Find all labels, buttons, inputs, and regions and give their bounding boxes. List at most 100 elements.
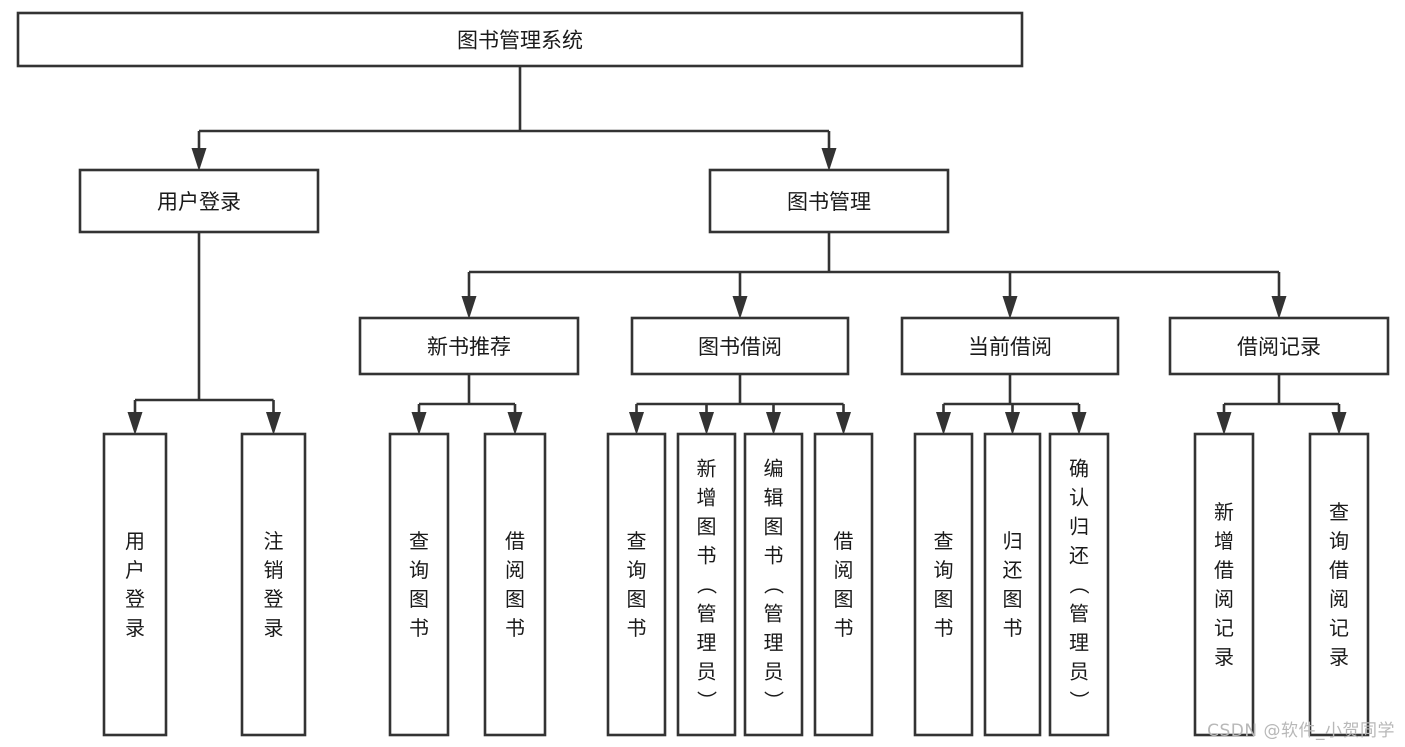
svg-text:（: （ xyxy=(1067,575,1091,595)
svg-text:管: 管 xyxy=(1069,602,1089,626)
node-box[interactable] xyxy=(240,432,307,737)
node-box[interactable] xyxy=(813,432,874,737)
connector-group-l2_1 xyxy=(461,232,1287,319)
node-box[interactable] xyxy=(1193,432,1255,737)
svg-text:书: 书 xyxy=(764,544,784,568)
svg-text:阅: 阅 xyxy=(1329,587,1349,611)
arrow-head-icon xyxy=(836,412,851,435)
svg-text:用: 用 xyxy=(125,529,145,553)
svg-text:理: 理 xyxy=(697,631,717,655)
svg-text:管: 管 xyxy=(697,602,717,626)
node-box[interactable] xyxy=(358,316,580,376)
node-l3_1[interactable]: 图书借阅 xyxy=(630,316,850,376)
node-l2_0[interactable]: 用户登录 xyxy=(78,168,320,234)
svg-text:图: 图 xyxy=(505,587,525,611)
node-box[interactable] xyxy=(743,432,804,737)
node-box[interactable] xyxy=(102,432,168,737)
node-box[interactable] xyxy=(900,316,1120,376)
svg-text:录: 录 xyxy=(1214,645,1234,669)
node-box[interactable] xyxy=(16,11,1024,68)
node-box[interactable] xyxy=(606,432,667,737)
svg-text:查: 查 xyxy=(409,529,429,553)
svg-text:户: 户 xyxy=(125,558,145,582)
node-l3_2[interactable]: 当前借阅 xyxy=(900,316,1120,376)
svg-text:书: 书 xyxy=(627,616,647,640)
svg-text:录: 录 xyxy=(125,616,145,640)
node-box[interactable] xyxy=(388,432,450,737)
node-label: 用户登录 xyxy=(157,190,241,214)
node-box[interactable] xyxy=(983,432,1042,737)
connector-layer xyxy=(127,66,1347,435)
node-box[interactable] xyxy=(676,432,737,737)
node-box[interactable] xyxy=(1048,432,1110,737)
arrow-head-icon xyxy=(766,412,781,435)
svg-text:书: 书 xyxy=(934,616,954,640)
node-box[interactable] xyxy=(483,432,547,737)
svg-text:记: 记 xyxy=(1329,616,1349,640)
svg-text:）: ） xyxy=(762,691,786,711)
svg-text:还: 还 xyxy=(1003,558,1023,582)
node-box[interactable] xyxy=(913,432,974,737)
node-box[interactable] xyxy=(708,168,950,234)
arrow-head-icon xyxy=(732,296,748,319)
node-box[interactable] xyxy=(78,168,320,234)
svg-text:确: 确 xyxy=(1069,457,1089,481)
arrow-head-icon xyxy=(127,412,143,435)
svg-text:阅: 阅 xyxy=(505,558,525,582)
node-box[interactable] xyxy=(1308,432,1370,737)
arrow-head-icon xyxy=(1071,412,1087,435)
svg-text:理: 理 xyxy=(764,631,784,655)
node-leaf_0[interactable]: 用户登录 xyxy=(102,432,168,737)
arrow-head-icon xyxy=(507,412,523,435)
arrow-head-icon xyxy=(266,412,281,435)
svg-text:编: 编 xyxy=(764,457,784,481)
node-label: 图书借阅 xyxy=(698,335,782,359)
svg-text:借: 借 xyxy=(505,529,525,553)
svg-text:图: 图 xyxy=(627,587,647,611)
svg-text:（: （ xyxy=(762,575,786,595)
svg-text:注: 注 xyxy=(264,529,284,553)
node-box[interactable] xyxy=(630,316,850,376)
svg-text:理: 理 xyxy=(1069,631,1089,655)
node-box[interactable] xyxy=(1168,316,1390,376)
connector-group-l3_1 xyxy=(629,374,851,435)
node-l3_3[interactable]: 借阅记录 xyxy=(1168,316,1390,376)
svg-text:增: 增 xyxy=(1214,529,1234,553)
svg-text:阅: 阅 xyxy=(1214,587,1234,611)
node-label: 图书管理 xyxy=(787,190,871,214)
svg-text:书: 书 xyxy=(834,616,854,640)
connector-group-root xyxy=(191,66,837,171)
svg-text:书: 书 xyxy=(505,616,525,640)
svg-text:询: 询 xyxy=(409,558,429,582)
svg-text:借: 借 xyxy=(1214,558,1234,582)
arrow-head-icon xyxy=(1216,412,1232,435)
node-l3_0[interactable]: 新书推荐 xyxy=(358,316,580,376)
svg-text:销: 销 xyxy=(264,558,284,582)
arrow-head-icon xyxy=(461,296,477,319)
svg-text:认: 认 xyxy=(1069,486,1089,510)
svg-text:管: 管 xyxy=(764,602,784,626)
node-label-vertical: 用户登录 xyxy=(125,529,145,640)
csdn-watermark: CSDN @软件_小贺同学 xyxy=(1207,721,1395,741)
arrow-head-icon xyxy=(1005,412,1020,435)
svg-text:图: 图 xyxy=(764,515,784,539)
node-l2_1[interactable]: 图书管理 xyxy=(708,168,950,234)
node-root[interactable]: 图书管理系统 xyxy=(16,11,1024,68)
